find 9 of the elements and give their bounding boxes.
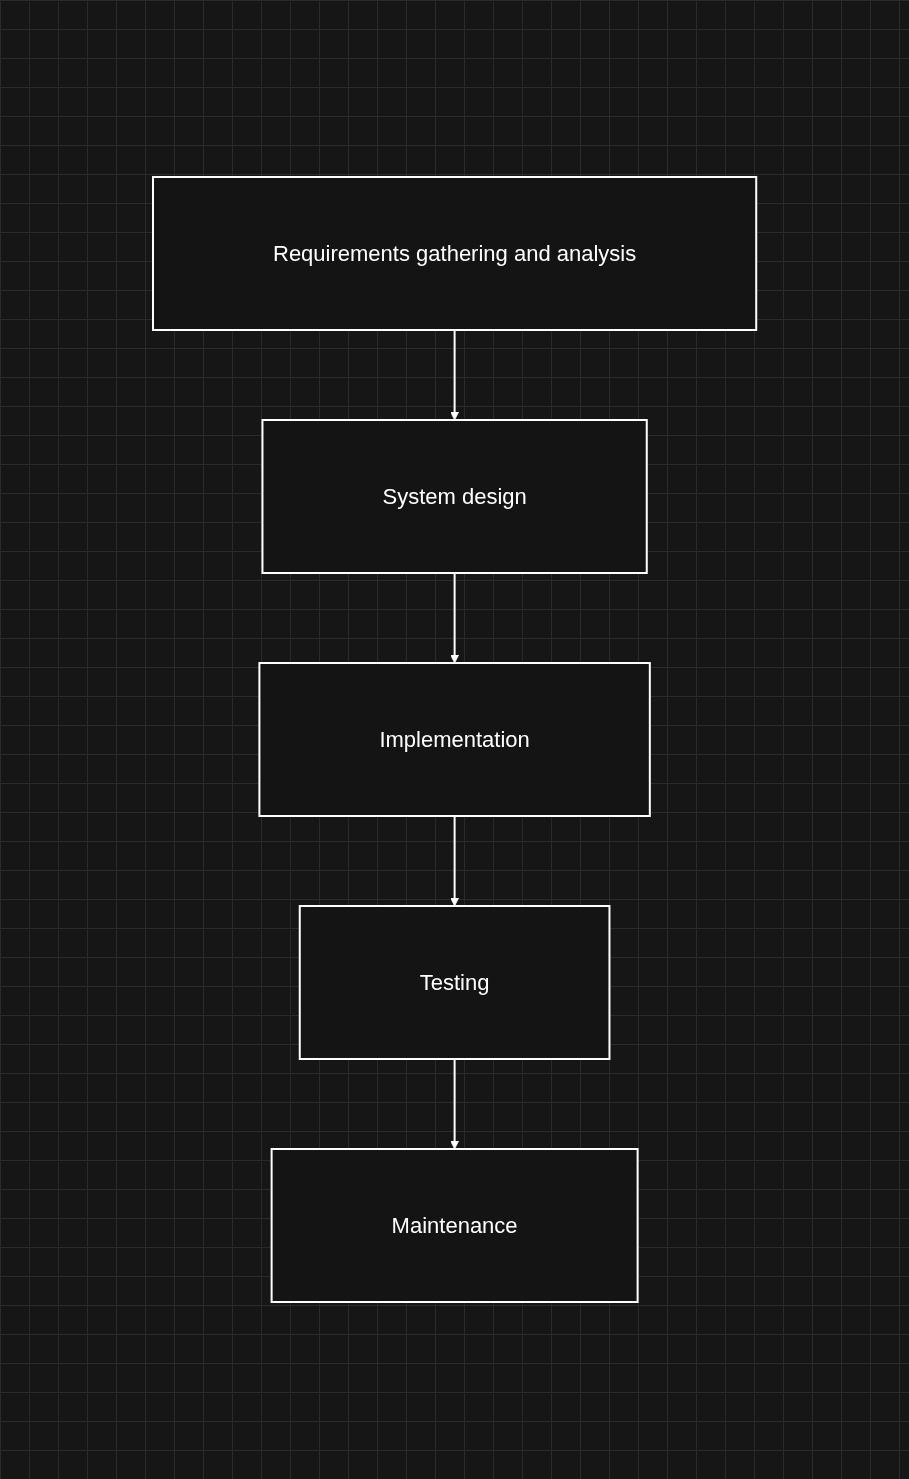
node-box: Testing [298, 905, 611, 1060]
node-box: Implementation [258, 662, 651, 817]
node-box: Maintenance [270, 1148, 639, 1303]
arrow [450, 815, 459, 907]
node-box: Requirements gathering and analysis [151, 176, 758, 331]
arrow [450, 329, 459, 421]
arrow [450, 572, 459, 664]
node-box: System design [261, 419, 648, 574]
arrow [450, 1058, 459, 1150]
